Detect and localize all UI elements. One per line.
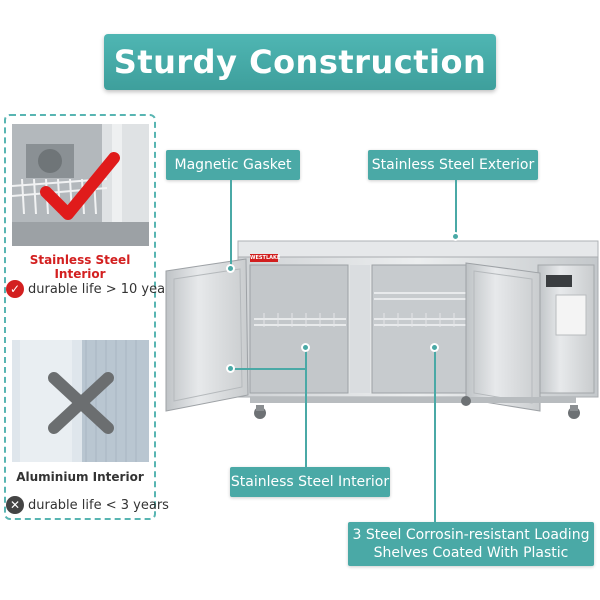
exterior-point — [451, 232, 460, 241]
shelves-point — [430, 343, 439, 352]
page-title: Sturdy Construction — [113, 43, 487, 81]
durability-bad: ✕ durable life < 3 years — [6, 496, 169, 514]
callout-shelves: 3 Steel Corrosin-resistant Loading Shelv… — [348, 522, 594, 566]
exterior-leader-line — [455, 180, 457, 236]
interior-point-left — [226, 364, 235, 373]
callout-magnetic-gasket-text: Magnetic Gasket — [174, 156, 292, 173]
callout-interior: Stainless Steel Interior — [230, 467, 390, 497]
durability-good: ✓ durable life > 10 years — [6, 280, 177, 298]
callout-interior-text: Stainless Steel Interior — [230, 473, 390, 490]
brand-badge: WESTLAKE — [250, 254, 281, 262]
callout-shelves-line1: 3 Steel Corrosin-resistant Loading — [352, 526, 590, 543]
aluminium-interior-label: Aluminium Interior — [16, 470, 144, 484]
callout-exterior-text: Stainless Steel Exterior — [371, 156, 535, 173]
comparison-panel — [4, 114, 156, 520]
callout-magnetic-gasket: Magnetic Gasket — [166, 150, 300, 180]
interior-leader-line-v — [305, 348, 307, 467]
interior-leader-line-h — [232, 368, 307, 370]
callout-shelves-line2: Shelves Coated With Plastic — [373, 545, 569, 561]
gasket-point — [226, 264, 235, 273]
check-circle-icon: ✓ — [6, 280, 24, 298]
x-circle-icon: ✕ — [6, 496, 24, 514]
durability-bad-text: durable life < 3 years — [28, 497, 169, 513]
gasket-leader-line — [230, 180, 232, 268]
x-mark-icon — [46, 372, 116, 434]
durability-good-text: durable life > 10 years — [28, 281, 178, 297]
refrigerator-illustration — [160, 235, 600, 430]
shelves-leader-line — [434, 348, 436, 522]
interior-point-center — [301, 343, 310, 352]
callout-exterior: Stainless Steel Exterior — [368, 150, 538, 180]
check-mark-icon — [40, 150, 120, 222]
stainless-interior-label: Stainless Steel Interior — [29, 253, 131, 281]
title-banner: Sturdy Construction — [104, 34, 496, 90]
